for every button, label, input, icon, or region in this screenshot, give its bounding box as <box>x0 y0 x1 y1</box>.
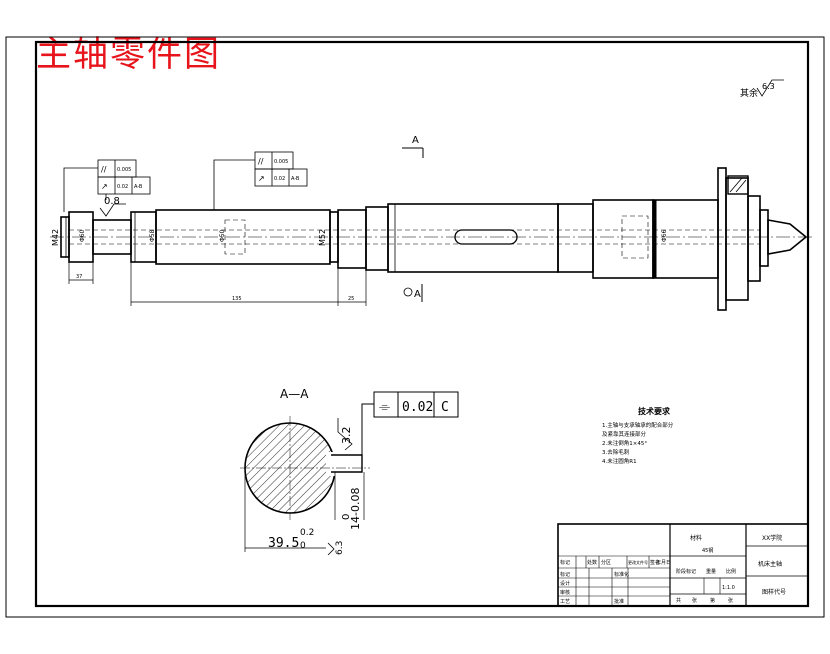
tech-req-item-4: 3.去除毛刺 <box>602 448 630 456</box>
fcf-left-sym-2: ↗ <box>101 182 108 191</box>
fcf-left-val-2: 0.02 <box>117 184 128 190</box>
section-mark-top-label: A <box>412 135 419 146</box>
tech-req-item-5: 4.未注圆角R1 <box>602 457 637 465</box>
outer-border <box>5 36 825 618</box>
title-block-bottom-3: 张 <box>728 597 733 604</box>
title-block-stage-label: 阶段标记 <box>676 568 696 575</box>
diam-a-label: Φ58 <box>149 229 156 242</box>
title-block-mid-0: 标准化 <box>614 571 629 578</box>
title-block-weight-label: 重量 <box>706 568 716 575</box>
thread-left-label: M42 <box>51 229 60 246</box>
roughness-other-value: 6.3 <box>762 82 775 91</box>
fcf-mid-val-2: 0.02 <box>274 176 285 182</box>
section-roughness-bottom-value: 6.3 <box>335 541 345 555</box>
title-block-bottom-1: 张 <box>692 597 697 604</box>
title-block-drawing-no-label: 图样代号 <box>762 588 786 596</box>
title-block-bottom-0: 共 <box>676 597 681 604</box>
fcf-left-val-1: 0.005 <box>117 167 131 173</box>
title-block-header-1: 处数 <box>587 559 597 566</box>
title-block-part-name: 机床主轴 <box>758 560 782 568</box>
title-block-row-0: 标记 <box>560 571 570 578</box>
fcf-mid <box>213 151 308 210</box>
section-roughness-value: 3.2 <box>340 427 353 445</box>
section-view-label: A—A <box>280 387 309 401</box>
section-roughness: 3.2 <box>337 418 353 451</box>
keyway-slot <box>454 229 518 245</box>
fcf-left-sym-1: // <box>101 165 107 174</box>
shaft-hidden-lines <box>69 215 760 259</box>
fcf-left-datum-2: A-B <box>134 184 143 190</box>
title-block-row-3: 工艺 <box>560 599 570 605</box>
dim-left: 37 <box>76 274 82 280</box>
tech-req-title: 技术要求 <box>638 406 671 416</box>
dim-right: 25 <box>348 296 354 302</box>
fcf-mid-sym-1: // <box>258 157 264 166</box>
roughness-left-value: 0.8 <box>104 196 120 207</box>
title-block-ratio-label: 比例 <box>726 568 736 575</box>
flatness-frame <box>361 391 459 455</box>
section-width-dimension <box>244 470 326 552</box>
fcf-mid-sym-2: ↗ <box>258 174 265 183</box>
section-roughness-bottom: 6.3 <box>327 541 345 556</box>
flatness-symbol: ⌯ <box>379 399 390 415</box>
section-depth-upper: 0 <box>341 514 352 520</box>
fcf-mid-val-1: 0.005 <box>274 159 288 165</box>
diam-right-label: Φ66 <box>661 229 668 242</box>
title-block-mid-1: 批准 <box>614 598 624 605</box>
roughness-other: 其余 6.3 <box>740 79 784 99</box>
title-block-material: 45钢 <box>702 547 713 554</box>
thread-mid-label: M52 <box>318 229 327 246</box>
title-block-header-2: 分区 <box>601 559 611 566</box>
title-block-bottom-2: 第 <box>710 597 715 604</box>
title-block-row-1: 设计 <box>560 580 570 587</box>
dim-mid: 135 <box>232 296 242 302</box>
section-width-lower: 0 <box>300 541 306 551</box>
title-block-school: XX学院 <box>762 534 782 542</box>
flatness-datum: C <box>441 400 449 415</box>
fcf-mid-datum-2: A-B <box>291 176 300 182</box>
shaft-profile <box>60 167 808 311</box>
title-block-scale: 1:1.0 <box>722 585 735 591</box>
section-cut-mark-top: A <box>402 135 424 158</box>
tech-req-item-1: 1.主轴与支承轴承的配合部分 <box>602 421 674 429</box>
section-depth-dimension <box>334 472 365 520</box>
title-block-header-3: 更改文件号 <box>628 559 648 565</box>
tech-requirements: 技术要求 1.主轴与支承轴承的配合部分 及紧靠其连接部分 2.未注倒角1×45°… <box>602 406 674 465</box>
title-block <box>557 523 809 607</box>
roughness-left: 0.8 <box>99 196 126 217</box>
datum-a-marker: A <box>403 284 423 302</box>
section-view-disc <box>240 416 370 520</box>
diam-c-label: Φ60 <box>79 229 86 242</box>
tech-req-item-2: 及紧靠其连接部分 <box>602 430 647 438</box>
flatness-value: 0.02 <box>402 400 433 415</box>
flange-hatch <box>727 175 749 195</box>
section-width-value: 39.5 <box>268 536 299 551</box>
roughness-other-label: 其余 <box>740 87 758 99</box>
shaft-dimensions <box>68 262 367 306</box>
title-block-header-5: 年月日 <box>656 559 671 566</box>
tech-req-item-3: 2.未注倒角1×45° <box>602 439 647 447</box>
title-block-header-4: 签名 <box>650 559 660 566</box>
page-title: 主轴零件图 <box>36 35 222 75</box>
inner-border <box>34 40 810 608</box>
diam-b-label: Φ50 <box>219 229 226 242</box>
title-block-material-label: 材料 <box>690 534 702 542</box>
section-mark-bottom-label: A <box>414 289 421 300</box>
title-block-header-0: 标记 <box>560 559 570 566</box>
title-block-row-2: 审核 <box>560 589 570 596</box>
section-depth-value: 14-0.08 <box>349 488 362 530</box>
section-width-tol: 0.2 <box>300 528 314 538</box>
fcf-left <box>63 159 151 212</box>
